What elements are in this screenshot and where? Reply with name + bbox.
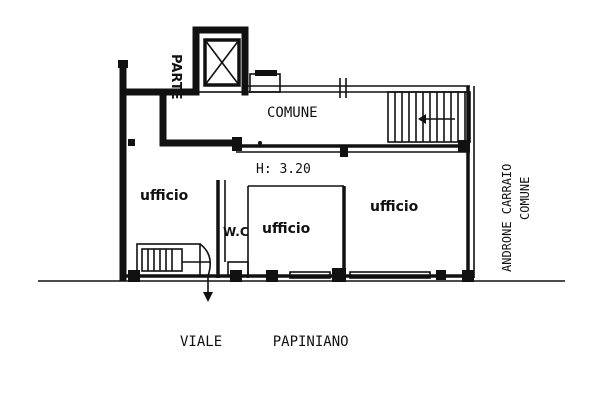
corridor-wall xyxy=(119,88,240,147)
androne-label-line2: COMUNE xyxy=(518,177,532,220)
parte-label: PARTE xyxy=(168,54,183,100)
elevator-shaft xyxy=(203,38,241,87)
room-label-ufficio-center: ufficio xyxy=(262,221,311,237)
street-label: VIALE PAPINIANO xyxy=(180,334,349,350)
room-label-ufficio-right: ufficio xyxy=(370,199,419,215)
room-label-wc: W.C xyxy=(223,225,249,239)
comune-label: COMUNE xyxy=(267,105,318,121)
staircase-right xyxy=(387,91,471,143)
androne-label-line1: ANDRONE CARRAIO xyxy=(500,164,514,272)
room-label-ufficio-left: ufficio xyxy=(140,188,189,204)
height-label: H: 3.20 xyxy=(256,162,311,177)
